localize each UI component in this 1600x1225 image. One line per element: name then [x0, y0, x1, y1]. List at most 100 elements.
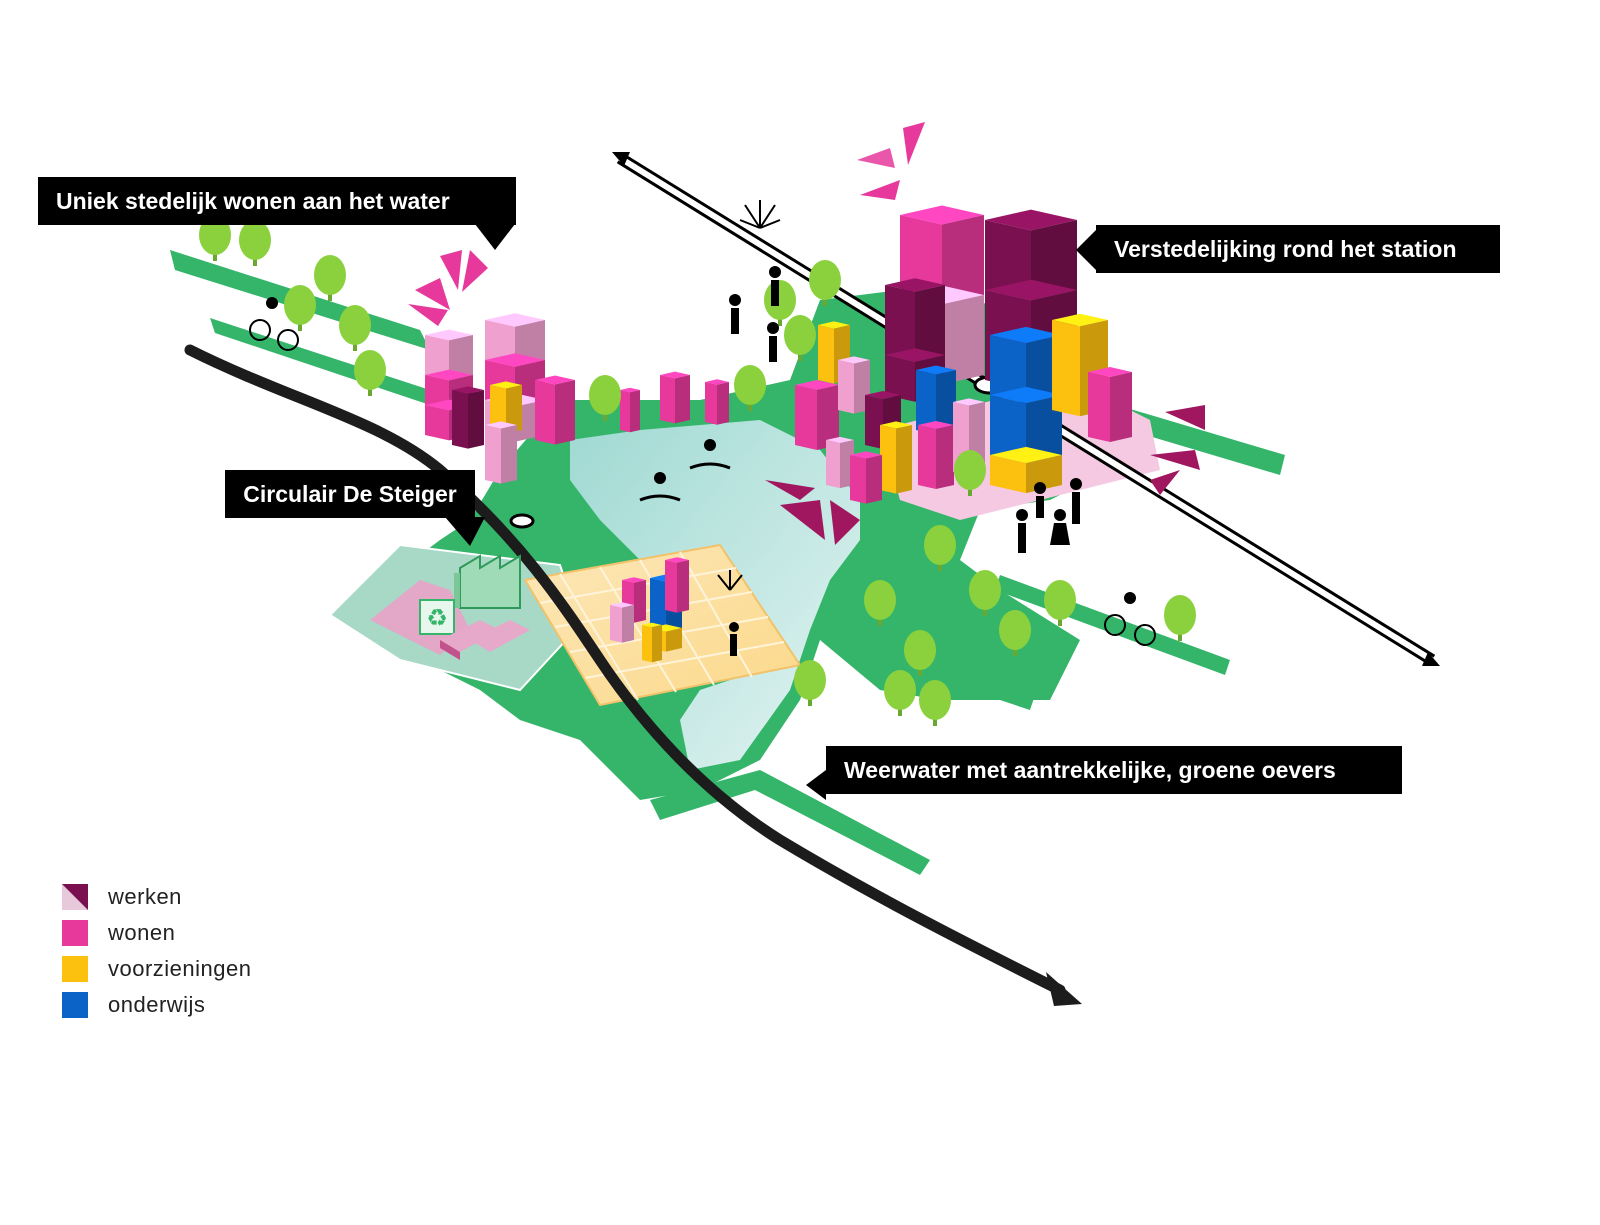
voorzieningen-swatch [62, 956, 88, 982]
building-face [900, 205, 984, 225]
building-face [666, 628, 682, 652]
building [1088, 367, 1132, 442]
building-face [660, 375, 675, 424]
building-face [838, 356, 870, 364]
building-face [665, 557, 689, 563]
callout-wonen-water: Uniek stedelijk wonen aan het water [38, 177, 516, 225]
building-face [425, 329, 473, 341]
tree-icon [864, 580, 896, 626]
tree-icon [589, 375, 621, 421]
building-face [506, 385, 522, 434]
building-face [622, 605, 634, 643]
building [620, 387, 640, 433]
building-face [425, 405, 449, 441]
building-face [918, 425, 936, 490]
building [795, 380, 839, 450]
building-face [817, 385, 839, 450]
highway-arrowhead [1046, 972, 1082, 1006]
building-face [936, 370, 956, 435]
building-face [677, 560, 689, 613]
building [660, 371, 690, 424]
tree-icon [339, 305, 371, 351]
building-face [490, 381, 522, 389]
warehouses [440, 620, 530, 660]
building-face [452, 390, 468, 449]
tree-icon [924, 525, 956, 571]
building-face [1031, 220, 1077, 301]
tree-icon [284, 285, 316, 331]
building-face [866, 455, 882, 504]
building-face [555, 380, 575, 445]
tree-icon [239, 220, 271, 266]
building [838, 356, 870, 414]
building-face [452, 386, 484, 394]
building-face [501, 425, 517, 484]
factory-icon [454, 554, 521, 609]
building-face [990, 386, 1062, 404]
building-face [885, 285, 915, 362]
building [485, 421, 517, 484]
building-face [650, 578, 666, 632]
building-face [885, 355, 915, 402]
legend-label: werken [108, 884, 182, 909]
building-face [622, 577, 646, 583]
building-face [485, 421, 517, 429]
building-face [425, 369, 473, 381]
tree-icon [784, 315, 816, 361]
recycle-icon: ♻ [419, 599, 455, 635]
tree-icon [794, 660, 826, 706]
tree-icon [809, 260, 841, 306]
building-face [610, 602, 634, 608]
werken-swatch [62, 884, 88, 910]
building [916, 365, 956, 435]
building [610, 602, 634, 643]
building-face [953, 398, 985, 406]
building-face [826, 440, 840, 489]
tree-icon [969, 570, 1001, 616]
building-face [896, 425, 912, 494]
building [665, 557, 689, 613]
tree-icon [354, 350, 386, 396]
building-face [850, 451, 882, 459]
building [705, 379, 729, 425]
tree-icon [919, 680, 951, 726]
building-face [485, 425, 501, 484]
buildings [425, 205, 1132, 663]
building-face [1088, 372, 1110, 442]
fireworks-icon [717, 200, 781, 591]
wonen-swatch [62, 920, 88, 946]
building [990, 326, 1062, 494]
building-face [942, 295, 984, 385]
building-face [916, 370, 936, 435]
building-face [652, 625, 662, 663]
tree-icon [1164, 595, 1196, 641]
building-face [490, 385, 506, 434]
building-face [449, 335, 473, 381]
building-face [826, 436, 854, 444]
legend-label: onderwijs [108, 992, 206, 1017]
building [452, 386, 484, 449]
station-highway [509, 513, 535, 529]
building-face [985, 279, 1077, 301]
sunburst-marker-dark [765, 405, 1205, 545]
building-face [942, 215, 984, 305]
building-face [990, 326, 1062, 344]
callout-steiger: Circulair De Steiger [225, 470, 475, 518]
building-face [838, 360, 854, 414]
building-face [990, 335, 1026, 404]
building [535, 375, 575, 445]
legend-label: voorzieningen [108, 956, 252, 981]
tree-icon [314, 255, 346, 301]
building-face [468, 390, 484, 449]
building [880, 421, 912, 494]
building [490, 381, 522, 434]
building-face [818, 325, 834, 384]
svg-text:♻: ♻ [426, 604, 448, 632]
building-face [818, 321, 850, 329]
tree-icon [884, 670, 916, 716]
building-face [1052, 320, 1080, 417]
building-face [1026, 455, 1062, 494]
callout-weerwater: Weerwater met aantrekkelijke, groene oev… [826, 746, 1402, 794]
